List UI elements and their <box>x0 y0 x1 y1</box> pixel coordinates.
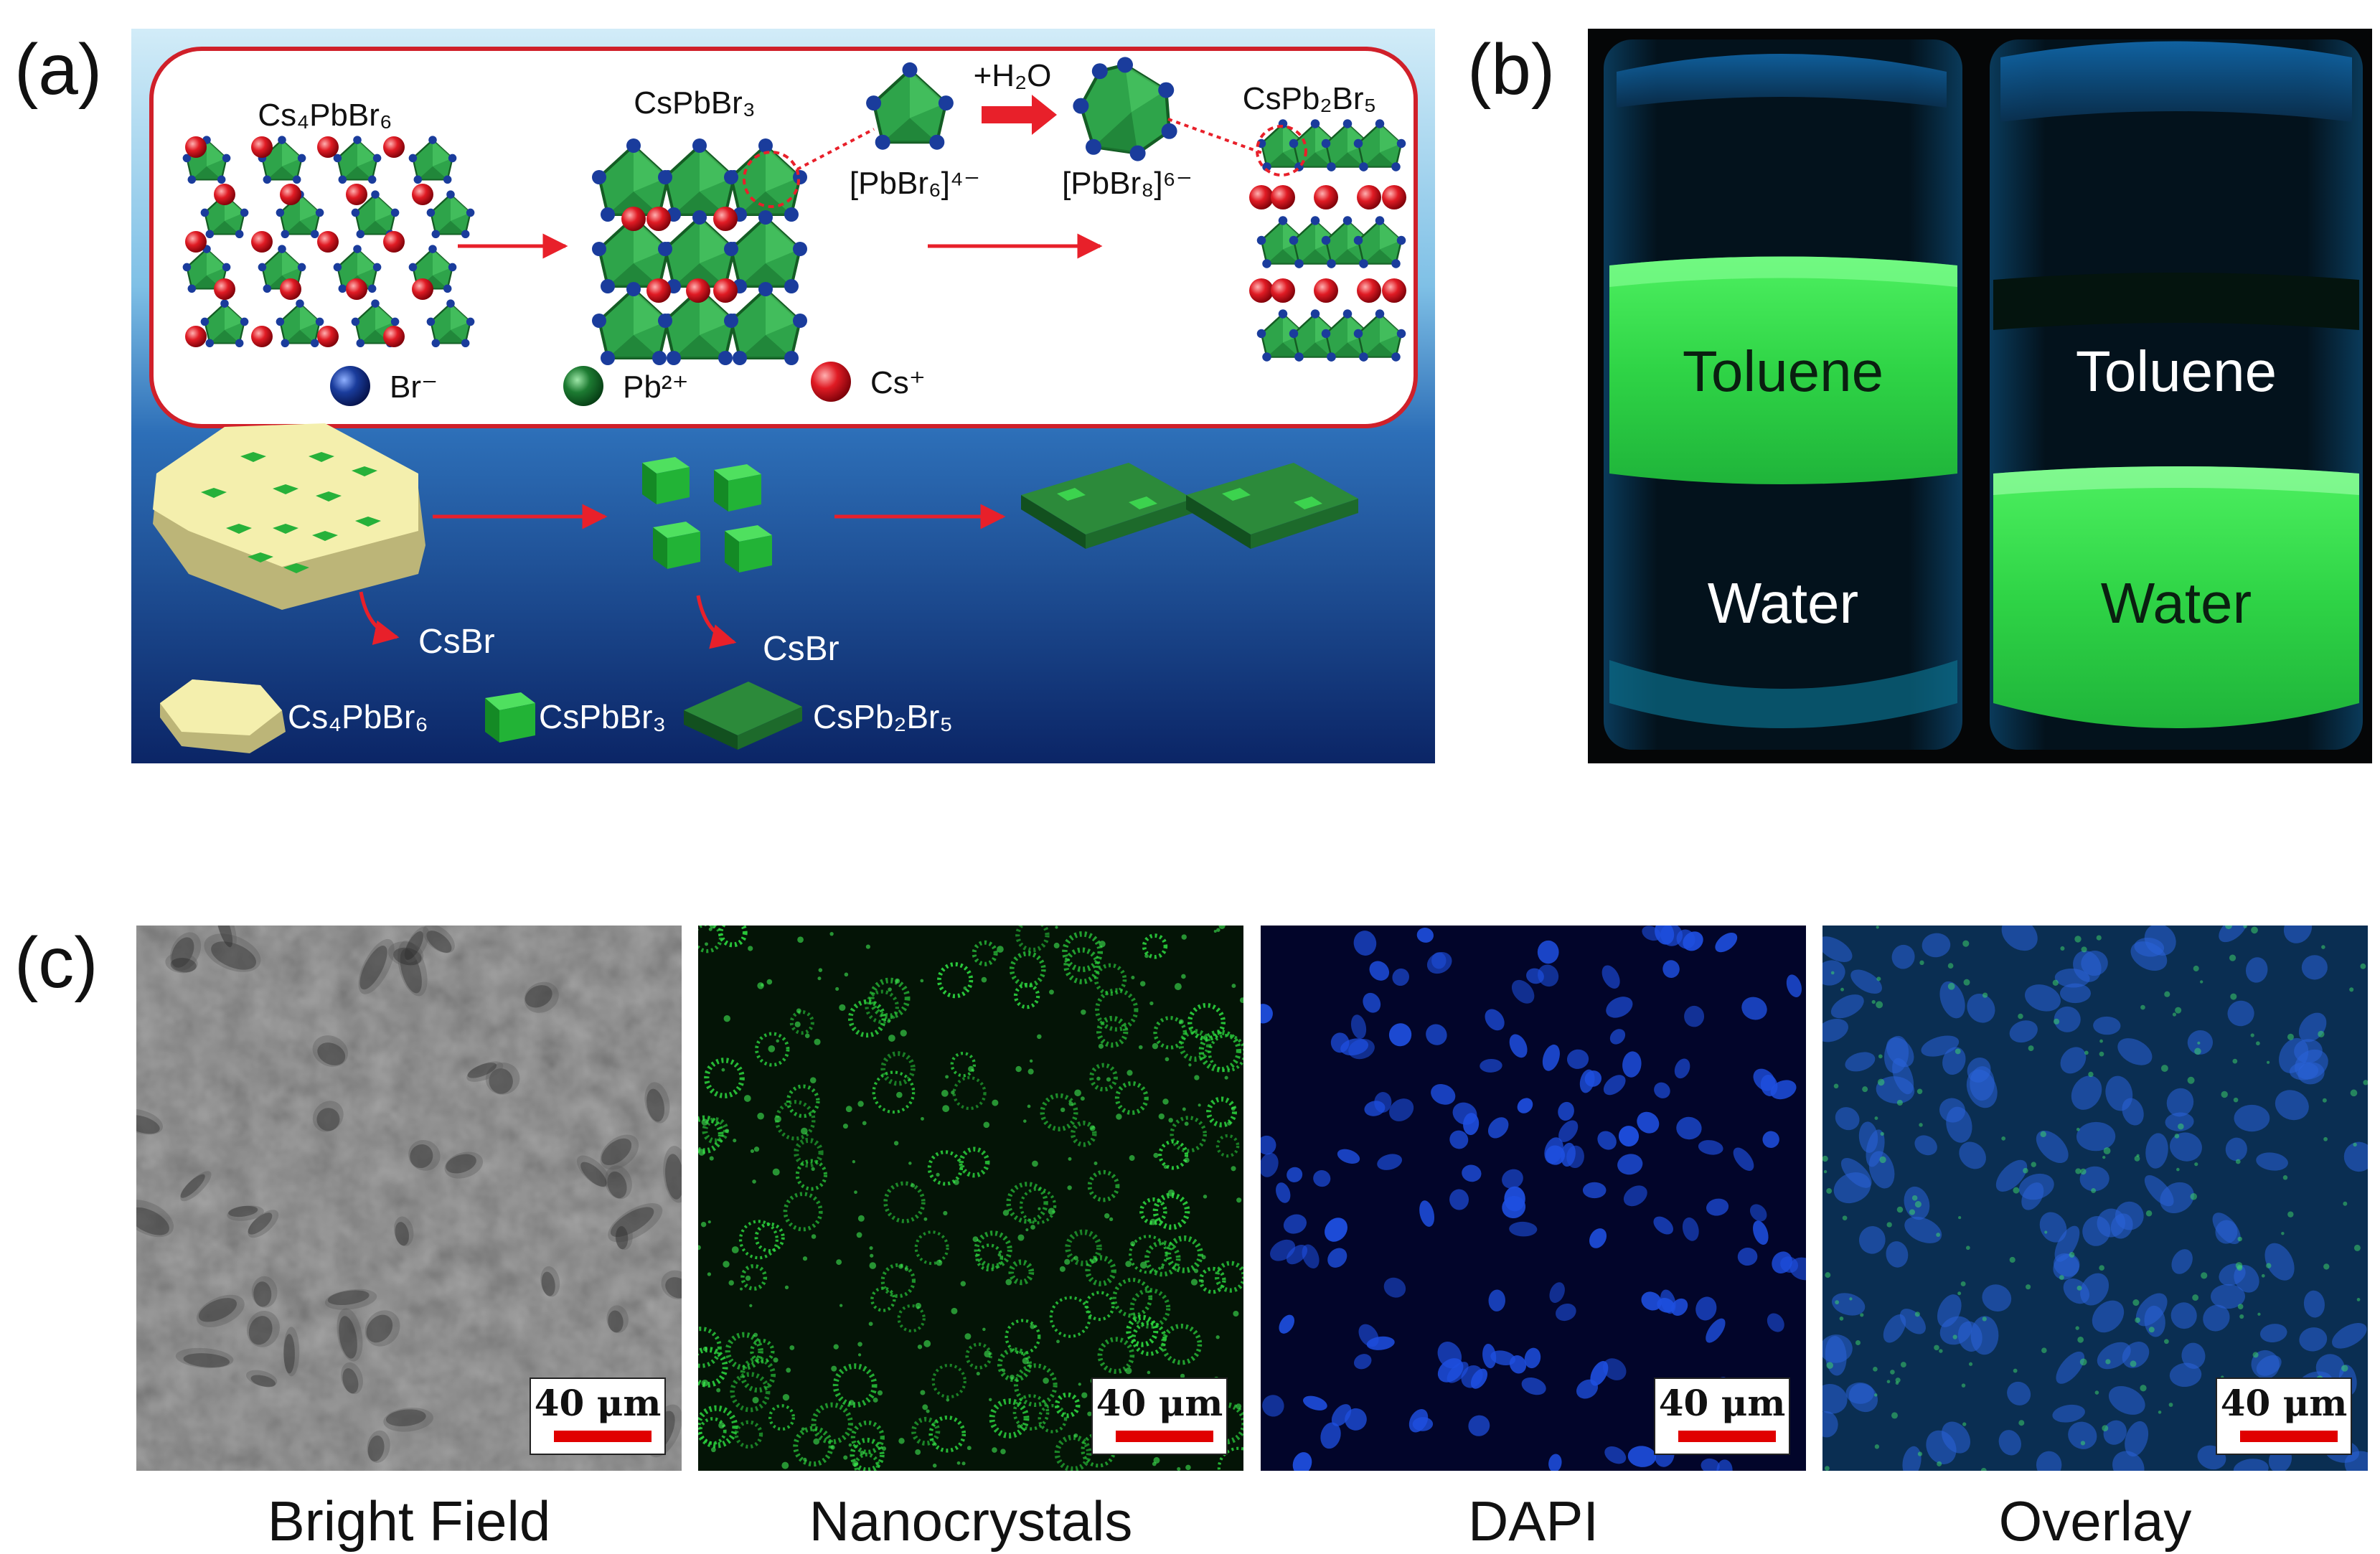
reaction-arrow <box>982 95 1057 135</box>
highlight-circle-right <box>1256 125 1307 176</box>
label-pbbr8: [PbBr₈]⁶⁻ <box>1062 166 1193 201</box>
panel-label-a: (a) <box>14 29 103 110</box>
arrow-csbr-2 <box>696 595 737 649</box>
cspb2br5-plates <box>1021 463 1358 549</box>
scale-label-bright-field: 40 μm <box>534 1382 662 1424</box>
vial-left-toluene-label: Toluene <box>1683 339 1883 403</box>
cspbbr3-cubes <box>642 457 772 573</box>
legend-plate-label: CsPb₂Br₅ <box>813 698 953 735</box>
label-cspb2br5-structure: CsPb₂Br₅ <box>1243 81 1376 116</box>
legend-cs-sphere <box>811 362 851 402</box>
legend-cube-label: CsPbBr₃ <box>539 698 666 735</box>
legend-pb-label: Pb²⁺ <box>623 369 689 405</box>
caption-bright-field: Bright Field <box>267 1489 551 1553</box>
cspbbr3-lattice <box>591 137 809 367</box>
panel-b-vials-photo: Toluene Water Toluene Water <box>1588 29 2372 763</box>
scale-label-overlay: 40 μm <box>2220 1382 2348 1424</box>
vial-right-water-label: Water <box>2101 571 2252 635</box>
scale-bar-overlay: 40 μm <box>2216 1378 2352 1455</box>
panel-label-c: (c) <box>14 923 98 1003</box>
panel-a-schematic: Cs₄PbBr₆ CsPbBr₃ [PbBr₆]⁴⁻ +H₂O [PbBr₈]⁶… <box>131 29 1435 763</box>
cspb2br5-lattice <box>1249 118 1407 362</box>
scale-bar-line-overlay <box>2240 1431 2338 1442</box>
legend-pb-sphere <box>563 366 603 406</box>
vial-left-water-label: Water <box>1708 571 1858 635</box>
micro-bright-field: 40 μm <box>117 903 692 1471</box>
label-plus-water: +H₂O <box>974 58 1052 93</box>
legend-hex-label: Cs₄PbBr₆ <box>288 698 428 735</box>
caption-nanocrystals: Nanocrystals <box>809 1489 1133 1553</box>
vial-left <box>1604 39 1962 750</box>
label-csbr-2: CsBr <box>763 630 839 668</box>
vial-left-toluene-glow <box>1609 256 1957 484</box>
vial-right-toluene-label: Toluene <box>2076 339 2277 403</box>
label-pbbr6: [PbBr₆]⁴⁻ <box>850 166 980 201</box>
scale-bar-bright-field: 40 μm <box>530 1378 666 1455</box>
hexagonal-crystal <box>153 423 425 610</box>
arrow-csbr-1 <box>359 591 400 645</box>
legend-cube-icon <box>485 692 535 743</box>
scale-bar-line-nanocrystals <box>1116 1431 1213 1442</box>
legend-br-sphere <box>330 366 370 406</box>
vial-right <box>1990 39 2363 750</box>
cs4pbbr6-lattice <box>182 135 476 349</box>
legend-cs-label: Cs⁺ <box>870 365 926 400</box>
scale-bar-nanocrystals: 40 μm <box>1091 1378 1228 1455</box>
scale-label-dapi: 40 μm <box>1658 1382 1786 1424</box>
label-cs4pbbr6-structure: Cs₄PbBr₆ <box>258 98 392 133</box>
panel-label-b: (b) <box>1467 29 1556 110</box>
label-cspbbr3-structure: CsPbBr₃ <box>634 85 756 121</box>
legend-plate-icon <box>684 682 802 750</box>
zoom-line-left <box>796 128 875 171</box>
octahedron-pbbr8 <box>1073 57 1177 161</box>
micro-overlay: 40 μm <box>1814 913 2380 1483</box>
label-csbr-1: CsBr <box>418 623 495 661</box>
highlight-circle-mid <box>743 151 800 208</box>
micro-dapi: 40 μm <box>1253 920 1817 1481</box>
micro-nanocrystals: 40 μm <box>680 918 1260 1489</box>
micro-bright-field-image <box>117 903 692 1471</box>
scale-bar-line-bright-field <box>554 1431 652 1442</box>
legend-hex-icon <box>160 679 286 753</box>
vial-right-water-glow <box>1993 466 2359 728</box>
legend-br-label: Br⁻ <box>390 369 438 405</box>
scale-bar-line-dapi <box>1678 1431 1776 1442</box>
caption-dapi: DAPI <box>1467 1489 1599 1553</box>
scale-label-nanocrystals: 40 μm <box>1096 1382 1223 1424</box>
caption-overlay: Overlay <box>1998 1489 2192 1553</box>
scale-bar-dapi: 40 μm <box>1654 1378 1790 1455</box>
